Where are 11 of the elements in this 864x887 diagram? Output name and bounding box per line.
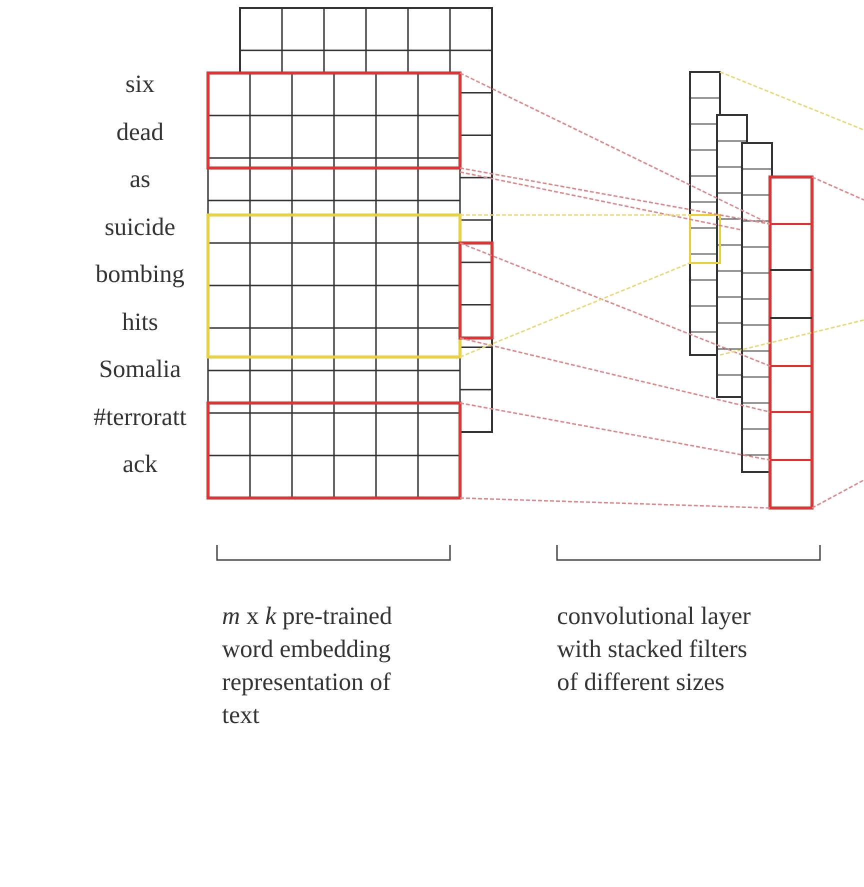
word-label: ack: [122, 450, 158, 480]
word-label: hits: [120, 308, 160, 338]
word-label: #terroratt: [92, 402, 188, 432]
word-label: suicide: [104, 212, 176, 242]
word-label: as: [128, 165, 152, 195]
word-label: bombing: [94, 260, 186, 290]
word-label: dead: [115, 118, 165, 148]
caption-text: convolutional layer with stacked filters of different sizes: [557, 602, 752, 698]
word-label: Somalia: [98, 355, 182, 385]
word-label: six: [124, 70, 156, 100]
caption-text: m x k pre-trained word embedding representation of text: [222, 602, 394, 731]
